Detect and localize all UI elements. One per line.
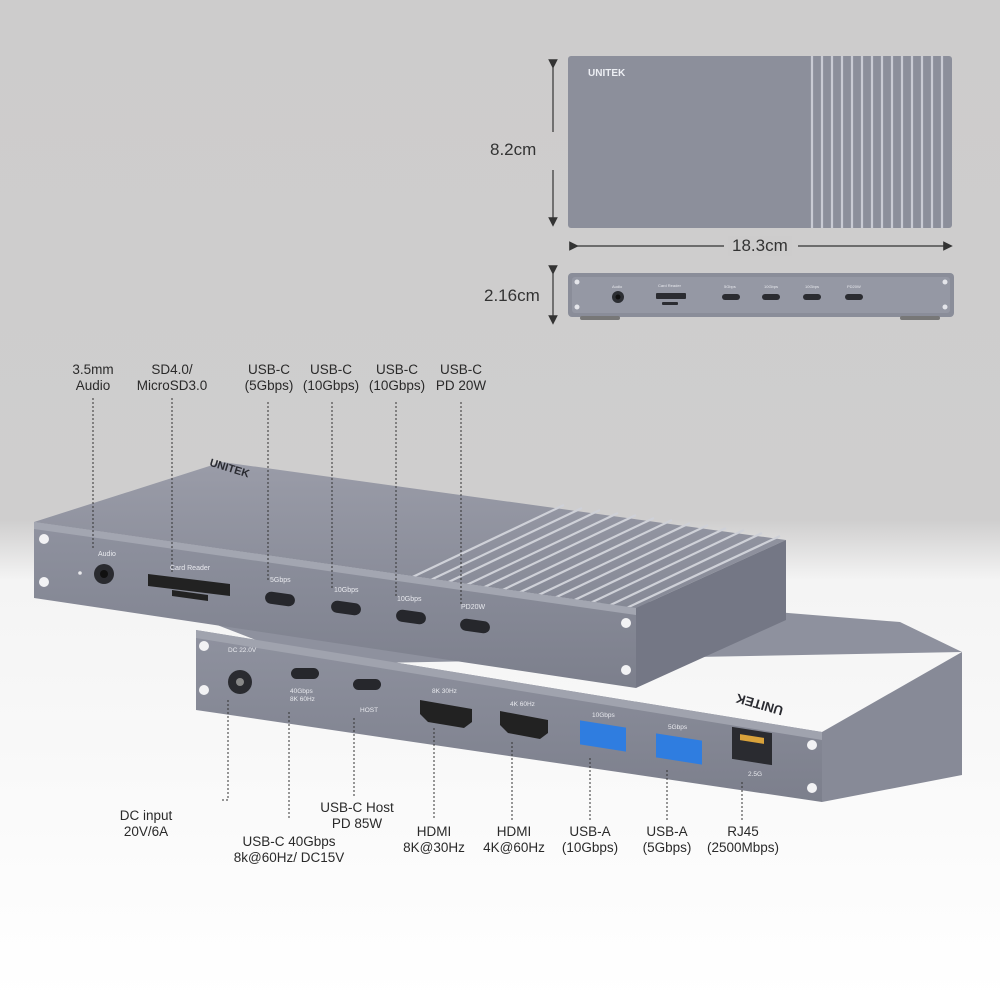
microsd-card-slot-icon: [172, 590, 208, 601]
screw-icon: [621, 618, 631, 628]
side-mark-pd20w: PD20W: [847, 284, 861, 289]
width-dimension-label: 18.3cm: [728, 236, 792, 256]
heatsink-fins-angled: [401, 504, 781, 613]
mark-dc: DC 22.0V: [228, 647, 257, 654]
usb-c-10gbps-a-port-icon: [331, 600, 361, 616]
mark-5gbps-a: 5Gbps: [668, 724, 688, 731]
label-card-reader: SD4.0/ MicroSD3.0: [136, 362, 208, 393]
height-dimension-label: 8.2cm: [490, 140, 537, 159]
usb-c-10gbps-b-port-icon: [396, 609, 426, 625]
screw-icon: [199, 685, 209, 695]
mark-5gbps: 5Gbps: [270, 577, 291, 584]
screw-icon: [807, 783, 817, 793]
mark-card-reader: Card Reader: [170, 565, 211, 572]
side-mark-10gbps-a: 10Gbps: [764, 284, 778, 289]
leader-lines: [92, 398, 743, 820]
label-usb-c-host: USB-C Host PD 85W: [320, 800, 394, 831]
usb-c-40gbps-port-icon: [291, 668, 319, 679]
label-hdmi-4k: HDMI 4K@60Hz: [483, 824, 545, 855]
screw-icon: [39, 577, 49, 587]
label-usb-c-5gbps: USB-C (5Gbps): [244, 362, 294, 393]
usb-c-host-port-icon: [353, 679, 381, 690]
mark-10gbps-a: 10Gbps: [334, 587, 359, 594]
led-icon: [78, 571, 82, 575]
label-audio: 3.5mm Audio: [72, 362, 114, 393]
mark-pd20w: PD20W: [461, 604, 486, 611]
brand-logo-back: UNITEK: [734, 691, 785, 719]
mark-40gbps: 40Gbps: [290, 688, 314, 695]
mark-8k60: 8K 60Hz: [290, 696, 315, 703]
mark-10gbps-b: 10Gbps: [397, 596, 422, 603]
hdmi-4k-port-icon: [500, 711, 548, 739]
screw-icon: [621, 665, 631, 675]
rj45-port-icon: [732, 726, 772, 766]
usb-c-pd20w-port-icon: [460, 618, 490, 634]
usb-c-5gbps-port-icon: [265, 591, 295, 607]
label-dc-input: DC input 20V/6A: [119, 808, 173, 839]
side-mark-5gbps: 5Gbps: [724, 284, 736, 289]
label-usb-a-10gbps: USB-A (10Gbps): [561, 824, 619, 855]
side-mark-10gbps-b: 10Gbps: [805, 284, 819, 289]
depth-dimension-label: 2.16cm: [484, 286, 540, 305]
side-mark-audio: Audio: [612, 284, 623, 289]
sd-card-slot-icon: [148, 574, 230, 596]
mark-4k60: 4K 60Hz: [510, 701, 535, 708]
label-usb-c-10gbps-a: USB-C (10Gbps): [302, 362, 360, 393]
side-view-device: Audio Card Reader 5Gbps 10Gbps 10Gbps PD…: [568, 273, 954, 320]
hdmi-8k-port-icon: [420, 700, 472, 728]
label-usb-c-10gbps-b: USB-C (10Gbps): [368, 362, 426, 393]
label-usb-c-40gbps: USB-C 40Gbps 8k@60Hz/ DC15V: [233, 834, 345, 865]
label-usb-a-5gbps: USB-A (5Gbps): [642, 824, 692, 855]
side-mark-card-reader: Card Reader: [658, 283, 682, 288]
mark-10gbps-a: 10Gbps: [592, 712, 616, 719]
brand-logo-top: UNITEK: [588, 68, 626, 79]
screw-icon: [807, 740, 817, 750]
mark-2-5g: 2.5G: [748, 771, 762, 778]
mark-audio: Audio: [98, 551, 116, 558]
usb-a-5gbps-port-icon: [656, 733, 702, 765]
top-view-device: UNITEK: [568, 56, 952, 228]
front-device: UNITEK Audio Card Reader 5Gbps 10Gbps 10…: [34, 457, 786, 688]
heatsink-fins: [810, 56, 944, 228]
mark-8k30: 8K 30Hz: [432, 688, 457, 695]
screw-icon: [199, 641, 209, 651]
screw-icon: [39, 534, 49, 544]
label-hdmi-8k: HDMI 8K@30Hz: [403, 824, 465, 855]
label-rj45: RJ45 (2500Mbps): [706, 824, 780, 855]
usb-a-10gbps-port-icon: [580, 720, 626, 752]
label-usb-c-pd20w: USB-C PD 20W: [435, 362, 487, 393]
mark-host: HOST: [360, 707, 378, 714]
